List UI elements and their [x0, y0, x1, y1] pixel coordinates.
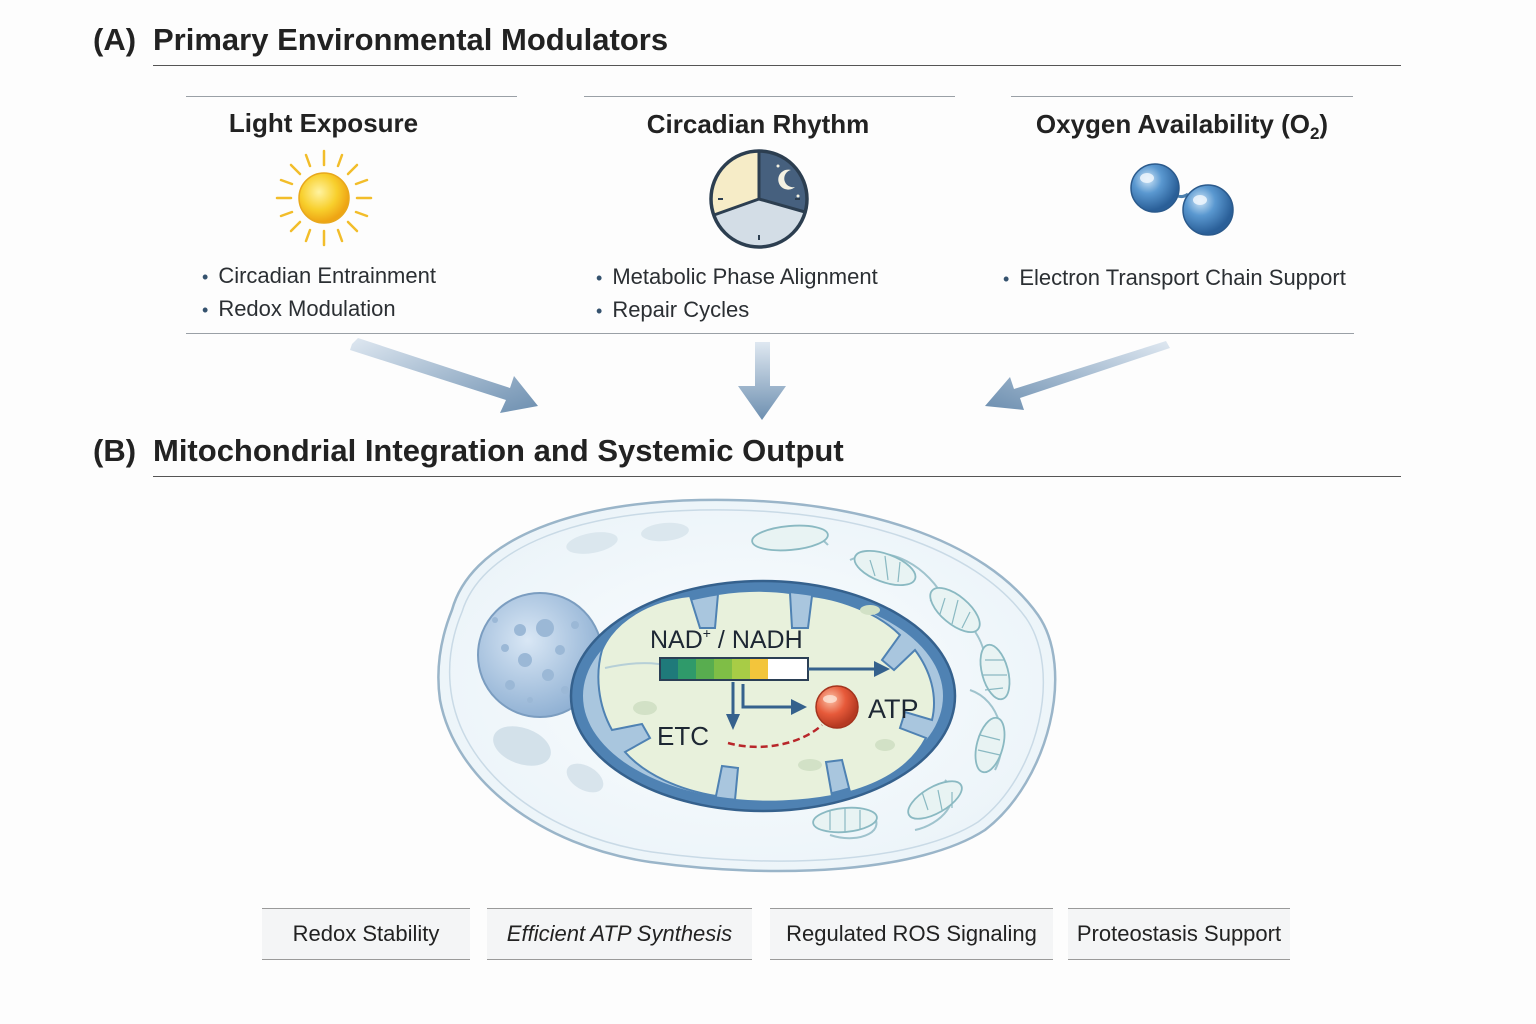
oxygen-title-main: Oxygen Availability (O — [1035, 109, 1310, 139]
section-b-heading: (B) Mitochondrial Integration and System… — [93, 433, 844, 469]
atp-label: ATP — [868, 694, 919, 724]
circadian-title: Circadian Rhythm — [646, 109, 870, 139]
output-label: Redox Stability — [292, 921, 440, 946]
output-proteostasis-support: Proteostasis Support — [1068, 908, 1290, 960]
section-a-tag: (A) — [93, 22, 137, 57]
light-top-rule — [186, 96, 517, 97]
clock-icon — [709, 149, 809, 249]
nad-nadh-label: NAD+ / NADH — [650, 625, 803, 654]
circadian-bullet-2: Repair Cycles — [596, 294, 878, 327]
mitochondrion-matrix — [597, 589, 936, 803]
atp-molecule — [815, 685, 859, 729]
oxygen-title: Oxygen Availability (O2) — [1011, 109, 1353, 144]
oxygen-bullet-1: Electron Transport Chain Support — [1003, 262, 1346, 295]
arrow-left — [350, 338, 538, 413]
output-label: Proteostasis Support — [1076, 921, 1282, 946]
oxygen-title-end: ) — [1319, 109, 1329, 139]
o2-molecule-icon — [1130, 163, 1234, 236]
light-bullet-1: Circadian Entrainment — [202, 260, 436, 293]
output-regulated-ros-signaling: Regulated ROS Signaling — [770, 908, 1053, 960]
output-efficient-atp-synthesis: Efficient ATP Synthesis — [487, 908, 752, 960]
output-label: Regulated ROS Signaling — [786, 921, 1037, 946]
circadian-bullets: Metabolic Phase Alignment Repair Cycles — [596, 261, 878, 327]
oxygen-top-rule — [1011, 96, 1353, 97]
etc-to-atp-path — [727, 724, 823, 749]
section-a-bottom-rule — [186, 333, 1354, 334]
circadian-top-rule — [584, 96, 955, 97]
section-a-rule — [153, 65, 1401, 66]
output-redox-stability: Redox Stability — [262, 908, 470, 960]
arrow-middle — [738, 342, 786, 420]
section-a-title: Primary Environmental Modulators — [153, 22, 669, 57]
circadian-bullet-1: Metabolic Phase Alignment — [596, 261, 877, 294]
etc-label: ETC — [657, 721, 709, 751]
section-b-rule — [153, 476, 1401, 477]
section-a-heading: (A) Primary Environmental Modulators — [93, 22, 668, 58]
sun-icon — [275, 149, 373, 247]
oxygen-bullets: Electron Transport Chain Support — [1003, 262, 1346, 295]
light-title: Light Exposure — [228, 108, 419, 138]
cell-illustration: NAD+ / NADH ETC ATP — [437, 498, 1057, 873]
section-b-title: Mitochondrial Integration and Systemic O… — [153, 433, 844, 468]
light-bullet-2: Redox Modulation — [202, 293, 436, 326]
output-label: Efficient ATP Synthesis — [506, 921, 733, 946]
arrow-right — [985, 341, 1170, 410]
oxygen-title-subscript: 2 — [1309, 124, 1320, 144]
light-bullets: Circadian Entrainment Redox Modulation — [202, 260, 436, 326]
nad-gauge — [659, 657, 809, 681]
section-b-tag: (B) — [93, 433, 137, 468]
